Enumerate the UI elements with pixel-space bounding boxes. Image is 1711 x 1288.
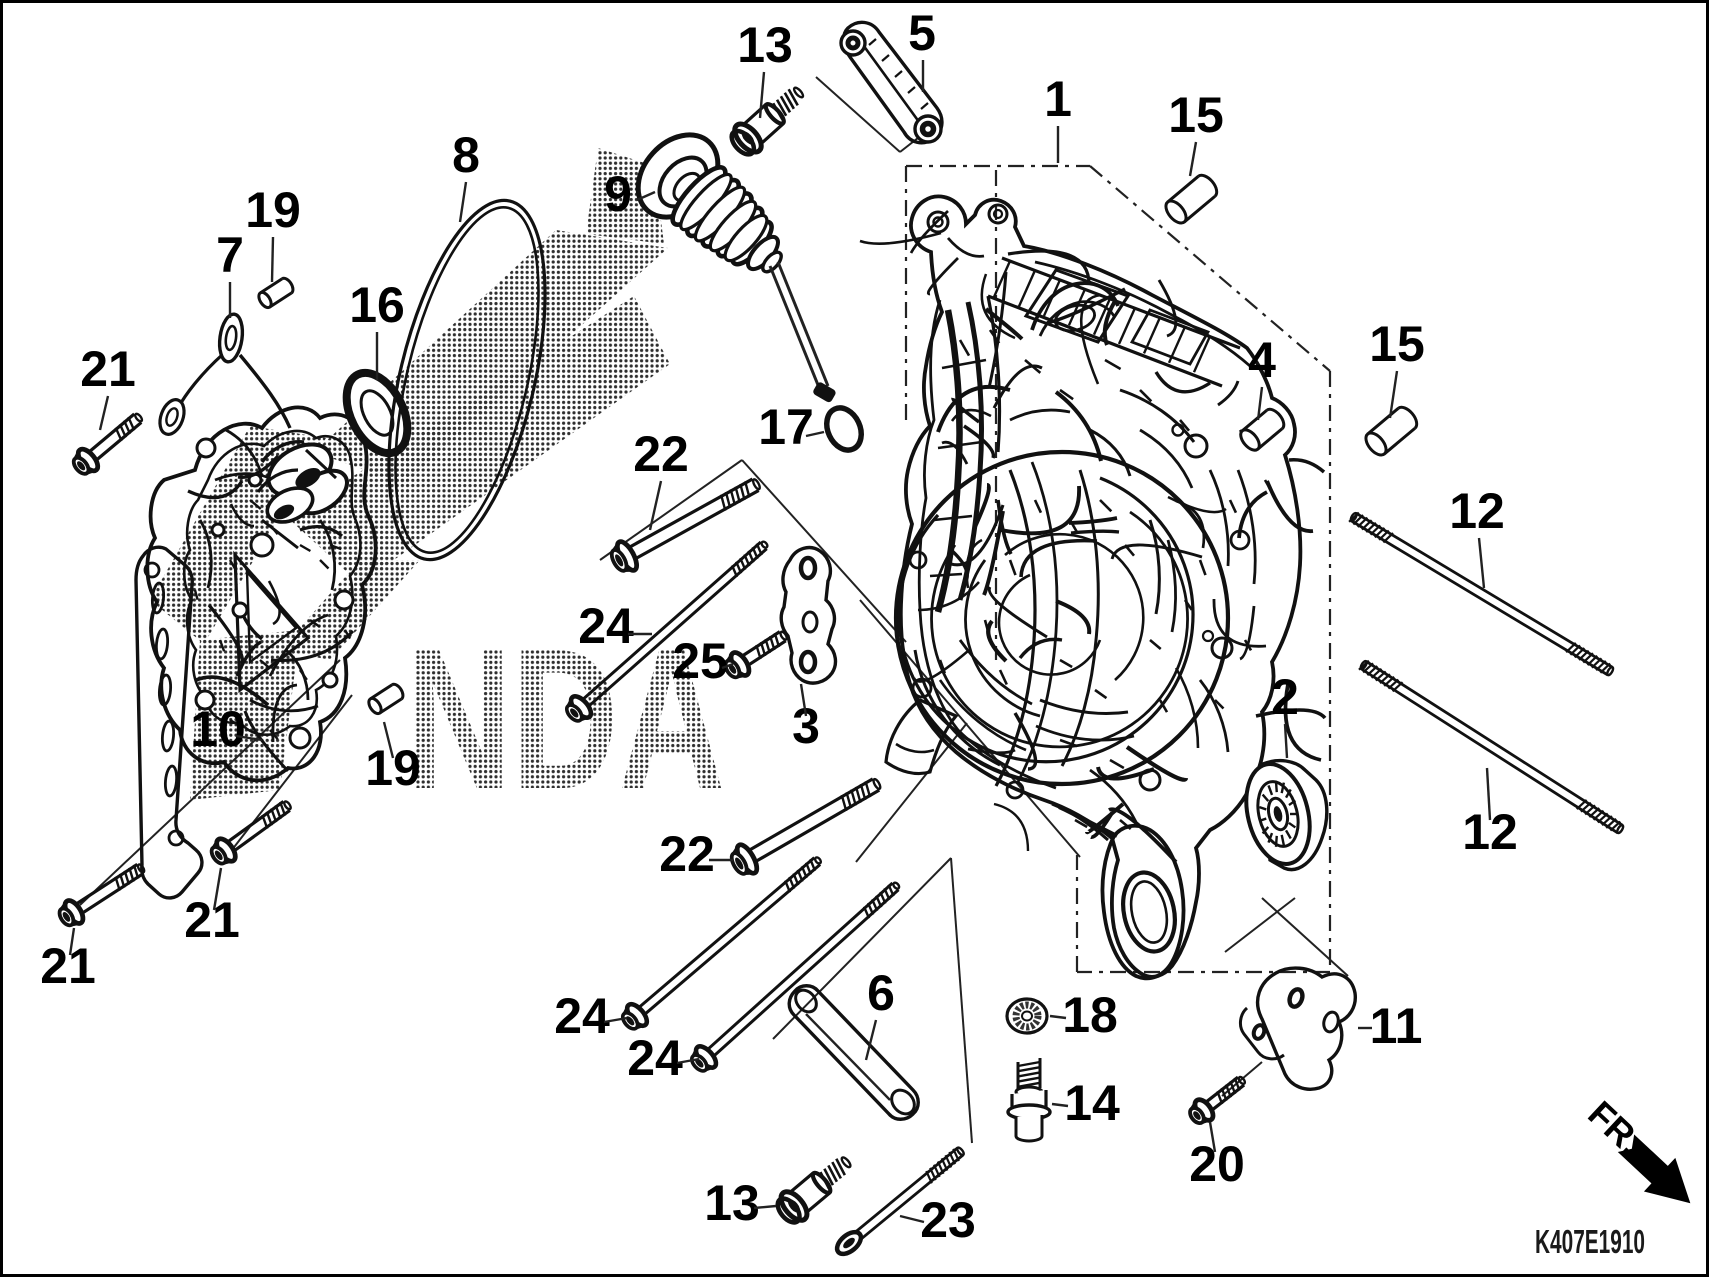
svg-text:7: 7 — [216, 227, 244, 283]
svg-text:24: 24 — [578, 598, 634, 654]
svg-text:15: 15 — [1168, 87, 1224, 143]
svg-text:4: 4 — [1248, 332, 1276, 388]
svg-text:23: 23 — [920, 1192, 976, 1248]
svg-text:13: 13 — [704, 1175, 760, 1231]
svg-text:20: 20 — [1189, 1136, 1245, 1192]
svg-text:9: 9 — [604, 166, 632, 222]
svg-text:24: 24 — [554, 988, 610, 1044]
svg-text:8: 8 — [452, 127, 480, 183]
svg-text:21: 21 — [184, 892, 240, 948]
svg-text:2: 2 — [1271, 669, 1299, 725]
svg-text:1: 1 — [1044, 71, 1072, 127]
svg-text:21: 21 — [80, 341, 136, 397]
svg-text:15: 15 — [1369, 316, 1425, 372]
svg-text:K407E1910: K407E1910 — [1535, 1223, 1645, 1260]
svg-text:6: 6 — [867, 965, 895, 1021]
svg-text:11: 11 — [1370, 998, 1423, 1054]
svg-text:22: 22 — [659, 826, 715, 882]
svg-text:19: 19 — [245, 182, 301, 238]
svg-text:3: 3 — [792, 698, 820, 754]
svg-text:5: 5 — [908, 5, 936, 61]
svg-text:NDA: NDA — [405, 608, 725, 831]
svg-text:16: 16 — [349, 277, 405, 333]
svg-text:21: 21 — [40, 938, 96, 994]
svg-text:19: 19 — [365, 740, 421, 796]
svg-text:24: 24 — [627, 1030, 683, 1086]
svg-text:14: 14 — [1064, 1075, 1120, 1131]
svg-text:22: 22 — [633, 426, 689, 482]
svg-text:18: 18 — [1062, 987, 1118, 1043]
svg-text:10: 10 — [190, 701, 246, 757]
svg-text:13: 13 — [737, 17, 793, 73]
svg-text:12: 12 — [1449, 483, 1505, 539]
svg-text:17: 17 — [758, 399, 814, 455]
svg-text:25: 25 — [672, 633, 728, 689]
